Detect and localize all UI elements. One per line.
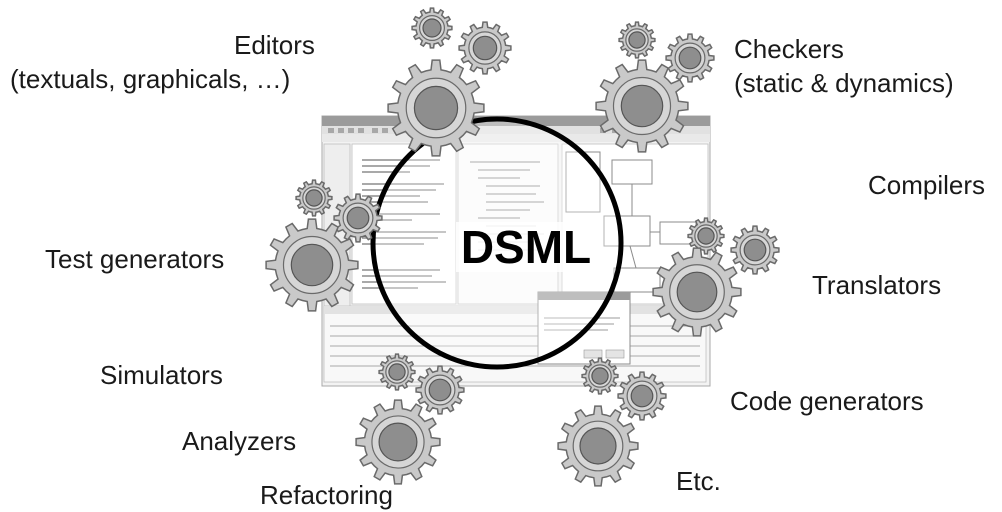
label-compilers: Compilers bbox=[868, 170, 986, 200]
gear-icon bbox=[265, 218, 359, 312]
label-editors-sub: (textuals, graphicals, …) bbox=[10, 64, 291, 94]
gear-icon bbox=[652, 247, 742, 337]
gear-icon bbox=[595, 59, 689, 153]
gear-icon bbox=[730, 225, 780, 275]
label-editors: Editors bbox=[234, 30, 315, 60]
dsml-label: DSML bbox=[461, 221, 591, 273]
label-etc: Etc. bbox=[676, 466, 721, 496]
gear-icon bbox=[618, 21, 656, 59]
gear-icon bbox=[355, 399, 441, 485]
gear-icon bbox=[617, 371, 667, 421]
label-refactoring: Refactoring bbox=[260, 480, 393, 510]
gear-icon bbox=[557, 405, 639, 487]
label-simulators: Simulators bbox=[100, 360, 223, 390]
gear-icon bbox=[581, 357, 619, 395]
label-checkers-sub: (static & dynamics) bbox=[734, 68, 954, 98]
label-translators: Translators bbox=[812, 270, 942, 300]
gear-icon bbox=[411, 7, 453, 49]
label-test-generators: Test generators bbox=[45, 244, 225, 274]
label-analyzers: Analyzers bbox=[182, 426, 297, 456]
gear-icon bbox=[378, 353, 416, 391]
gear-icon bbox=[458, 21, 512, 75]
gear-icon bbox=[333, 193, 383, 243]
gear-icon bbox=[687, 217, 725, 255]
label-code-generators: Code generators bbox=[730, 386, 924, 416]
gear-icon bbox=[387, 59, 485, 157]
gear-icon bbox=[415, 365, 465, 415]
gear-icon bbox=[665, 33, 715, 83]
label-checkers: Checkers bbox=[734, 34, 844, 64]
gear-icon bbox=[295, 179, 333, 217]
